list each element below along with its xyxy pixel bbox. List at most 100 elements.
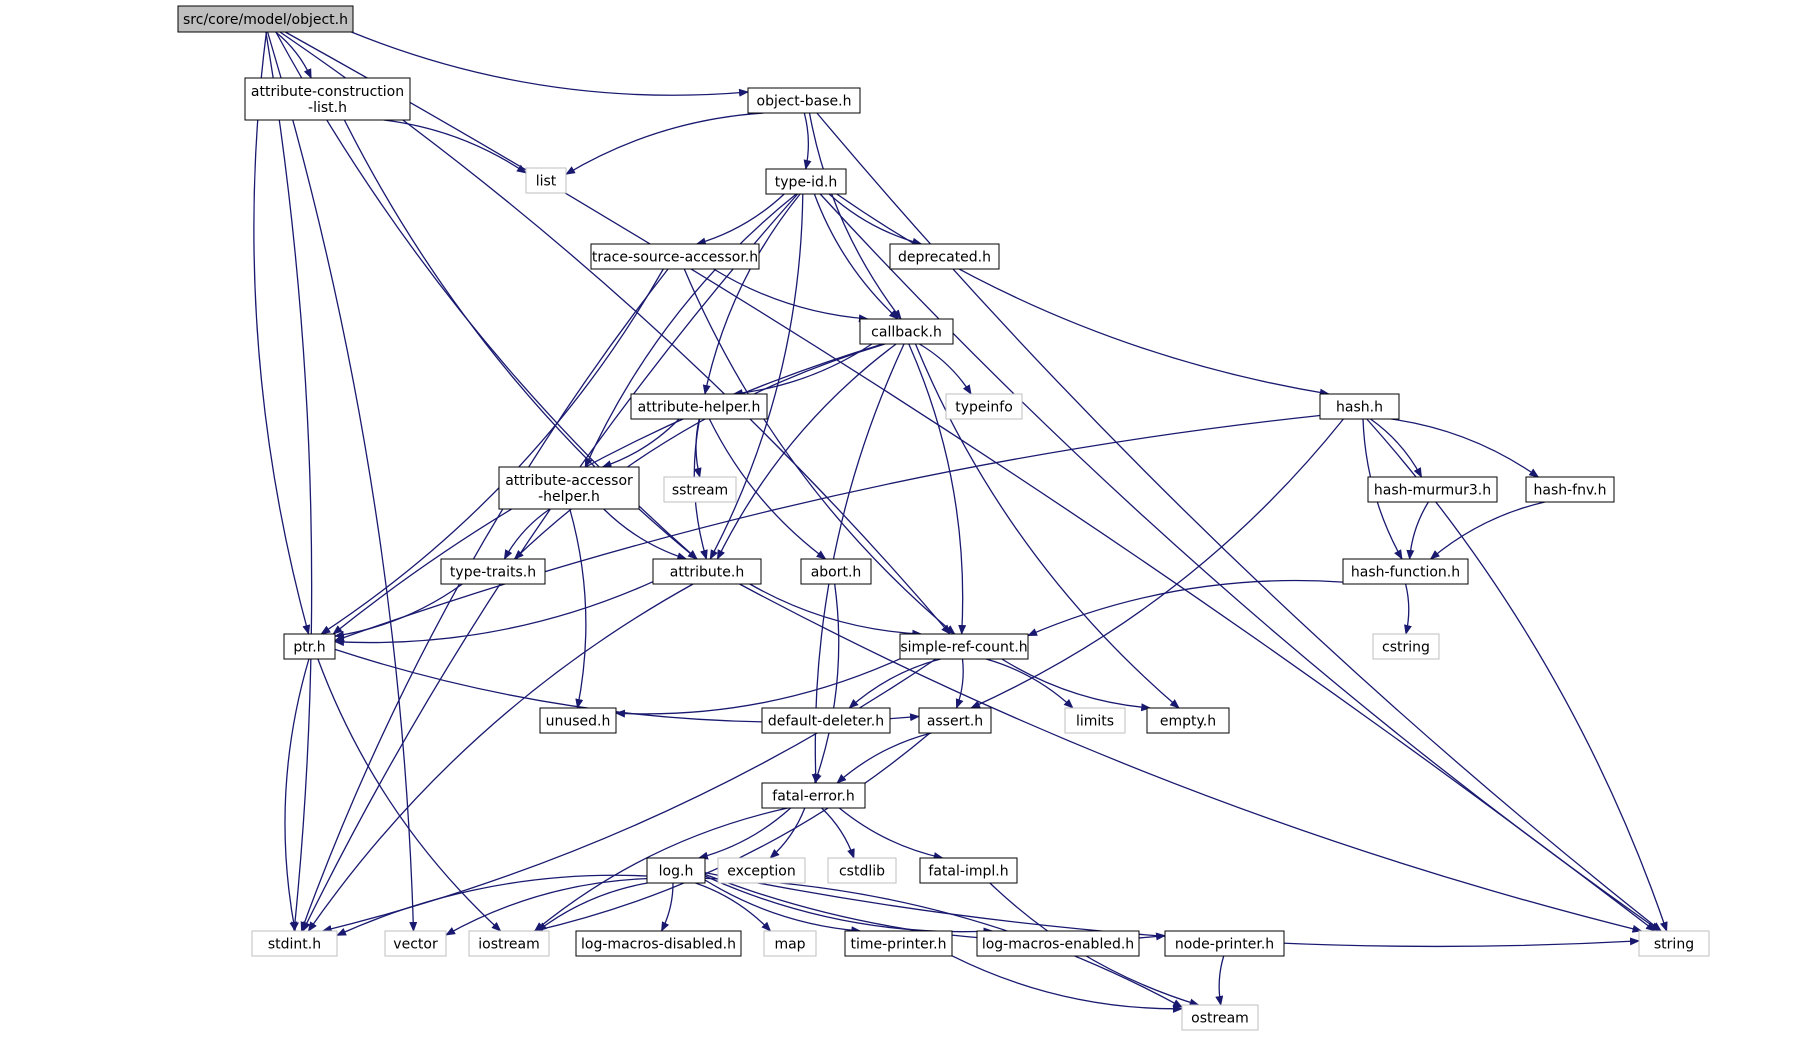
node-box [177, 5, 354, 33]
node-attribute[interactable]: attribute.h [652, 558, 762, 585]
node-stdint[interactable]: stdint.h [251, 930, 338, 957]
node-map[interactable]: map [763, 930, 817, 957]
node-box [1638, 930, 1710, 957]
node-label: attribute-accessor-helper.h [505, 473, 633, 505]
node-hash[interactable]: hash.h [1319, 393, 1400, 420]
node-attribute-accessor[interactable]: attribute-accessor-helper.h [498, 466, 640, 510]
edge-fatal-error-to-log [697, 807, 792, 860]
node-box [244, 77, 411, 121]
node-label: hash-fnv.h [1534, 483, 1607, 499]
node-label: vector [393, 937, 438, 953]
edge-log-to-stdint [336, 874, 648, 936]
node-string[interactable]: string [1638, 930, 1710, 957]
node-sstream[interactable]: sstream [663, 476, 737, 503]
node-trace-source-accessor[interactable]: trace-source-accessor.h [590, 243, 760, 270]
edge-attribute-helper-to-attribute-accessor [601, 418, 680, 468]
node-label: simple-ref-count.h [900, 640, 1027, 656]
node-empty[interactable]: empty.h [1146, 707, 1230, 734]
node-fatal-impl[interactable]: fatal-impl.h [919, 857, 1018, 884]
node-node-printer[interactable]: node-printer.h [1164, 930, 1285, 957]
node-box [945, 393, 1023, 420]
edge-object-to-ptr [253, 31, 311, 635]
node-fatal-error[interactable]: fatal-error.h [761, 782, 866, 809]
node-iostream[interactable]: iostream [468, 930, 550, 957]
node-type-traits[interactable]: type-traits.h [440, 558, 546, 585]
node-attribute-helper[interactable]: attribute-helper.h [630, 393, 768, 420]
node-box [859, 318, 954, 345]
edge-hash-function-to-cstring [1404, 583, 1412, 635]
node-assert[interactable]: assert.h [918, 707, 992, 734]
node-limits[interactable]: limits [1064, 707, 1126, 734]
node-box [1342, 558, 1469, 585]
node-object-base[interactable]: object-base.h [747, 87, 861, 114]
edge-simple-ref-count-to-empty [1001, 658, 1152, 712]
node-attribute-construction[interactable]: attribute-construction-list.h [244, 77, 411, 121]
edge-abort-to-fatal-error [813, 583, 840, 784]
node-type-id[interactable]: type-id.h [765, 168, 847, 195]
edge-object-base-to-callback [808, 112, 902, 320]
node-label: ostream [1191, 1011, 1249, 1027]
node-label: time-printer.h [851, 937, 947, 953]
edge-simple-ref-count-to-default-deleter [848, 658, 941, 709]
edge-object-to-vector [266, 31, 418, 932]
node-label: hash-murmur3.h [1374, 483, 1491, 499]
edge-attribute-accessor-to-type-traits [503, 508, 551, 560]
node-cstdlib[interactable]: cstdlib [827, 857, 897, 884]
node-hash-murmur3[interactable]: hash-murmur3.h [1367, 476, 1498, 503]
node-box [1181, 1004, 1259, 1031]
edge-object-base-to-list [565, 112, 764, 175]
node-cstring[interactable]: cstring [1372, 633, 1440, 660]
node-box [976, 930, 1140, 957]
node-object[interactable]: src/core/model/object.h [177, 5, 354, 33]
node-hash-function[interactable]: hash-function.h [1342, 558, 1469, 585]
node-box [899, 633, 1029, 660]
edge-ptr-to-iostream [317, 658, 502, 932]
node-label: fatal-impl.h [928, 864, 1008, 880]
node-ostream[interactable]: ostream [1181, 1004, 1259, 1031]
node-box [646, 857, 706, 884]
node-label: cstdlib [839, 864, 885, 880]
edge-hash-to-hash-murmur3 [1370, 418, 1423, 478]
node-label: attribute-helper.h [638, 400, 761, 416]
node-default-deleter[interactable]: default-deleter.h [761, 707, 891, 734]
edge-type-traits-to-ptr [334, 583, 463, 639]
node-log[interactable]: log.h [646, 857, 706, 884]
node-hash-fnv[interactable]: hash-fnv.h [1525, 476, 1615, 503]
node-box [761, 782, 866, 809]
edge-object-to-attribute-construction [275, 31, 312, 79]
node-list[interactable]: list [525, 167, 567, 194]
node-label: hash-function.h [1351, 565, 1460, 581]
node-typeinfo[interactable]: typeinfo [945, 393, 1023, 420]
node-box [747, 87, 861, 114]
edge-log-to-iostream [536, 882, 648, 932]
edge-assert-to-fatal-error [836, 732, 932, 784]
node-simple-ref-count[interactable]: simple-ref-count.h [899, 633, 1029, 660]
node-label: ptr.h [293, 640, 325, 656]
edge-callback-to-attribute [716, 343, 897, 560]
node-deprecated[interactable]: deprecated.h [889, 243, 1000, 270]
node-label: cstring [1382, 640, 1430, 656]
node-label: callback.h [871, 325, 942, 341]
node-ptr[interactable]: ptr.h [283, 633, 336, 660]
node-log-macros-enabled[interactable]: log-macros-enabled.h [976, 930, 1140, 957]
node-box [1372, 633, 1440, 660]
node-box [384, 930, 447, 957]
node-label: type-traits.h [450, 565, 536, 581]
edge-object-to-stdint [265, 31, 313, 932]
node-unused[interactable]: unused.h [539, 707, 617, 734]
node-time-printer[interactable]: time-printer.h [844, 930, 953, 957]
edge-hash-to-assert [970, 418, 1344, 709]
node-callback[interactable]: callback.h [859, 318, 954, 345]
node-label: log-macros-disabled.h [581, 937, 736, 953]
node-box [590, 243, 760, 270]
edge-log-to-map [695, 882, 772, 932]
node-log-macros-disabled[interactable]: log-macros-disabled.h [575, 930, 742, 957]
node-label: unused.h [546, 714, 611, 730]
node-vector[interactable]: vector [384, 930, 447, 957]
node-box [251, 930, 338, 957]
node-label: typeinfo [955, 400, 1013, 416]
node-box [1319, 393, 1400, 420]
edge-attribute-accessor-to-attribute [603, 508, 688, 561]
node-exception[interactable]: exception [717, 857, 806, 884]
node-abort[interactable]: abort.h [800, 558, 872, 585]
